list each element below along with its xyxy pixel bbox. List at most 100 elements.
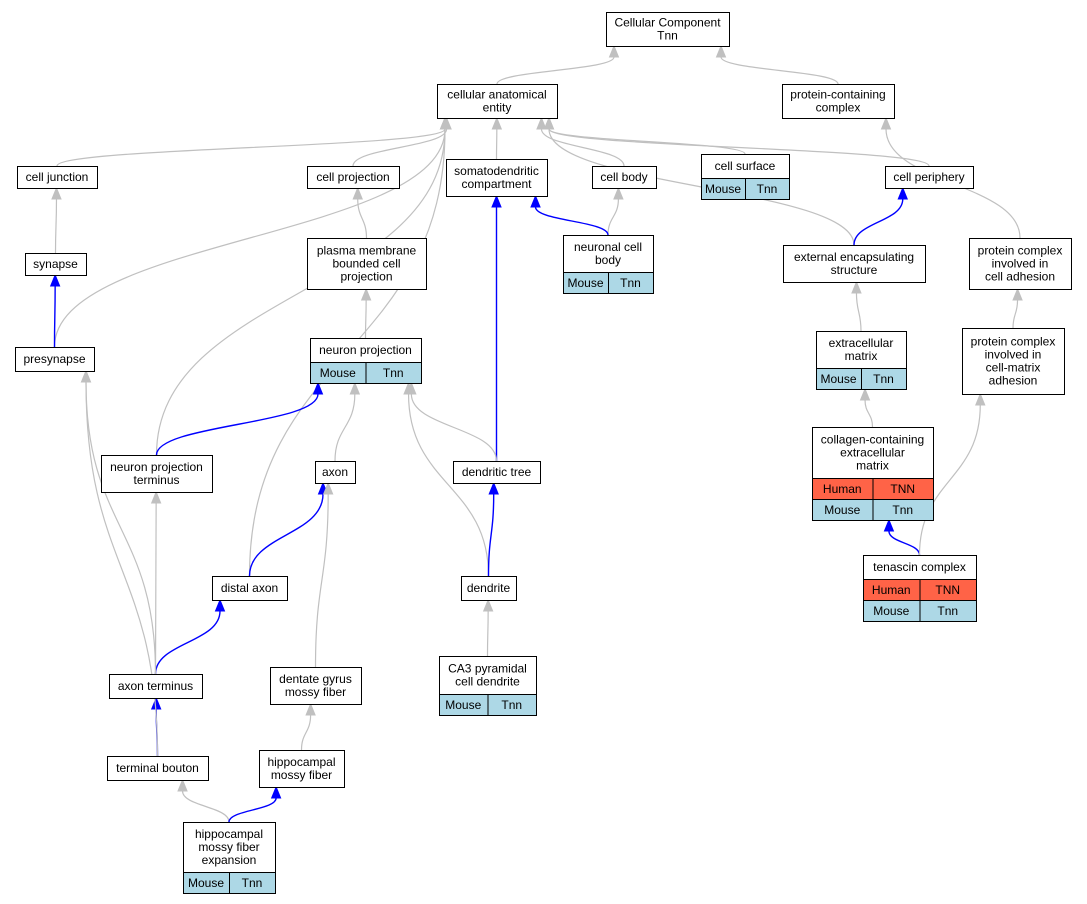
is-a-edge-line — [548, 128, 746, 155]
mouse-cell — [745, 178, 790, 200]
node-label-line: plasma membrane — [317, 244, 417, 258]
edge-axon-terminus-to-neuron-projection-terminus — [150, 490, 162, 675]
node-box — [592, 166, 657, 189]
node-cell-body[interactable]: cell body — [592, 166, 657, 189]
node-dendritic-tree[interactable]: dendritic tree — [453, 461, 541, 484]
node-box — [315, 461, 356, 484]
node-terminal-bouton[interactable]: terminal bouton — [107, 756, 209, 781]
is-a-edge-line — [85, 381, 157, 675]
part-of-edge-line — [248, 493, 324, 577]
is-a-edge-line — [56, 128, 446, 167]
node-label-line: cell projection — [316, 170, 389, 184]
node-box — [885, 166, 974, 189]
arrowhead — [349, 381, 361, 395]
node-axon[interactable]: axon — [315, 461, 356, 484]
species-label: Mouse — [320, 366, 356, 380]
arrowhead — [975, 392, 986, 406]
node-box — [606, 12, 730, 47]
node-presynapse[interactable]: presynapse — [15, 347, 95, 372]
node-axon-terminus[interactable]: axon terminus — [109, 674, 203, 699]
edge-axon-terminus-to-presynapse — [80, 369, 157, 675]
arrowhead — [312, 381, 324, 395]
edge-tenascin-complex-to-collagen-containing-ecm — [883, 518, 921, 556]
edge-protein-containing-complex-to-cellular-component — [715, 44, 839, 85]
arrowhead — [305, 702, 316, 716]
arrowhead — [80, 369, 92, 383]
gene-label: Tnn — [892, 503, 913, 517]
node-box — [270, 667, 362, 705]
is-a-edge-line — [154, 502, 157, 675]
mouse-cell — [487, 694, 537, 716]
arrowhead — [715, 44, 727, 58]
edge-dendritic-tree-to-somatodendritic-compartment — [491, 194, 502, 462]
edge-collagen-containing-ecm-to-extracellular-matrix — [859, 387, 874, 428]
arrowhead — [439, 116, 451, 130]
edge-neuronal-cell-body-to-cell-body — [607, 186, 624, 236]
edge-ca3-pyramidal-cell-dendrite-to-dendrite — [482, 598, 494, 657]
node-label-line: hippocampal — [267, 755, 335, 769]
node-distal-axon[interactable]: distal axon — [212, 576, 288, 601]
node-label-line: complex — [816, 101, 861, 115]
node-box — [812, 427, 934, 479]
node-label-line: bounded cell — [332, 257, 400, 271]
arrowhead — [536, 116, 547, 130]
edge-axon-to-neuron-projection — [334, 381, 361, 462]
edge-hippocampal-mossy-fiber-expansion-to-hippocampal-mossy-fiber — [228, 785, 282, 823]
is-a-edge-line — [364, 299, 367, 339]
is-a-edge-line — [540, 128, 625, 167]
edge-synapse-to-cell-junction — [51, 186, 62, 254]
node-cell-junction[interactable]: cell junction — [17, 166, 98, 189]
node-label-line: terminal bouton — [116, 761, 199, 775]
edge-dendritic-tree-to-neuron-projection — [406, 381, 498, 462]
part-of-edge-line — [53, 285, 56, 348]
node-box — [437, 84, 558, 119]
node-synapse[interactable]: synapse — [25, 253, 87, 276]
edge-presynapse-to-synapse — [49, 273, 61, 348]
node-label-line: mossy fiber — [271, 768, 332, 782]
mouse-cell — [365, 362, 422, 384]
arrowhead — [360, 287, 372, 301]
node-box — [310, 338, 422, 363]
node-collagen-containing-ecm[interactable]: collagen-containingextracellularmatrixHu… — [812, 427, 934, 521]
node-label-line: projection — [340, 270, 392, 284]
species-label: Human — [872, 583, 911, 597]
arrowhead — [403, 381, 414, 395]
gene-label: Tnn — [501, 698, 522, 712]
node-cell-periphery[interactable]: cell periphery — [885, 166, 974, 189]
node-label-line: CA3 pyramidal — [448, 662, 527, 676]
part-of-edge-line — [853, 198, 904, 246]
node-dendrite[interactable]: dendrite — [461, 576, 517, 601]
node-cell-projection[interactable]: cell projection — [307, 166, 400, 189]
edge-neuronal-cell-body-to-somatodendritic-compartment — [530, 194, 609, 236]
is-a-edge-line — [407, 393, 490, 577]
is-a-edge-line — [357, 198, 368, 239]
is-a-edge-line — [352, 128, 448, 167]
part-of-edge-line — [154, 610, 221, 675]
edge-hippocampal-mossy-fiber-to-dentate-gyrus-mossy-fiber — [300, 702, 316, 751]
gene-label: TNN — [935, 583, 960, 597]
is-a-edge-line — [486, 610, 489, 657]
is-a-edge-line — [300, 714, 312, 751]
is-a-edge-line — [918, 404, 981, 556]
is-a-edge-line — [548, 128, 930, 167]
node-label-line: protein complex — [971, 335, 1056, 349]
node-label-line: involved in — [992, 257, 1049, 271]
